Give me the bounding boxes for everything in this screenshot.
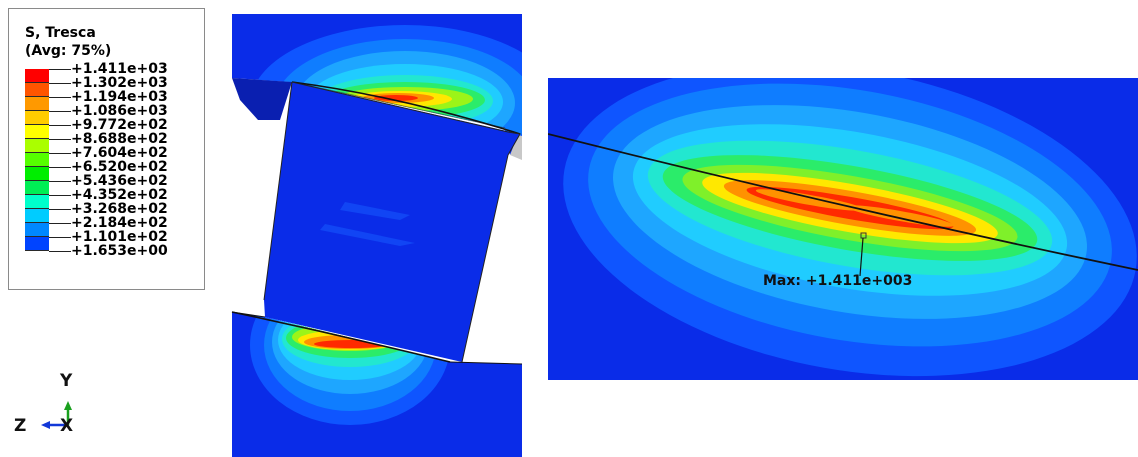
legend-subtitle: (Avg: 75%) — [25, 43, 112, 59]
legend-swatch — [25, 223, 49, 237]
legend-value: +1.194e+03 — [71, 89, 168, 105]
middle-block — [263, 81, 521, 363]
legend-swatch — [25, 209, 49, 223]
legend-swatch — [25, 83, 49, 97]
legend-value: +8.688e+02 — [71, 131, 168, 147]
legend-swatch — [25, 181, 49, 195]
legend-tick — [49, 83, 71, 84]
legend-swatch — [25, 69, 49, 83]
legend-tick — [49, 251, 71, 252]
legend-value: +1.653e+00 — [71, 243, 168, 259]
legend-swatch — [25, 97, 49, 111]
legend-swatch — [25, 139, 49, 153]
axis-triad — [41, 401, 72, 429]
legend-value: +7.604e+02 — [71, 145, 168, 161]
legend-swatch — [25, 167, 49, 181]
legend-value: +6.520e+02 — [71, 159, 168, 175]
contour-legend: S, Tresca (Avg: 75%) +1.411e+03+1.302e+0… — [8, 8, 205, 290]
legend-value: +1.101e+02 — [71, 229, 168, 245]
legend-swatch — [25, 125, 49, 139]
max-label: Max: +1.411e+003 — [763, 273, 913, 289]
legend-swatch — [25, 153, 49, 167]
zoom-view — [548, 78, 1138, 380]
max-leader-line — [859, 237, 864, 277]
legend-value: +5.436e+02 — [71, 173, 168, 189]
legend-title: S, Tresca — [25, 25, 96, 41]
legend-tick — [49, 223, 71, 224]
legend-tick — [49, 111, 71, 112]
legend-value: +1.411e+03 — [71, 61, 168, 77]
legend-tick — [49, 97, 71, 98]
max-marker — [860, 232, 867, 239]
legend-value: +2.184e+02 — [71, 215, 168, 231]
contact-line-bottom — [231, 311, 451, 363]
legend-tick — [49, 153, 71, 154]
legend-tick — [49, 195, 71, 196]
legend-value: +3.268e+02 — [71, 201, 168, 217]
legend-value: +9.772e+02 — [71, 117, 168, 133]
legend-tick — [49, 125, 71, 126]
legend-tick — [49, 181, 71, 182]
legend-value: +1.302e+03 — [71, 75, 168, 91]
legend-swatch — [25, 237, 49, 251]
legend-color-bar — [25, 69, 49, 251]
legend-tick — [49, 69, 71, 70]
contact-line-zoom — [548, 133, 1138, 271]
legend-tick — [49, 139, 71, 140]
legend-tick — [49, 237, 71, 238]
legend-swatch — [25, 195, 49, 209]
legend-tick — [49, 167, 71, 168]
legend-swatch — [25, 111, 49, 125]
legend-tick — [49, 209, 71, 210]
x-axis-label: X — [60, 416, 74, 436]
y-axis-label: Y — [60, 371, 73, 391]
z-axis-label: Z — [14, 416, 27, 436]
legend-value: +1.086e+03 — [71, 103, 168, 119]
legend-value: +4.352e+02 — [71, 187, 168, 203]
chamfer-shadow — [232, 78, 292, 120]
